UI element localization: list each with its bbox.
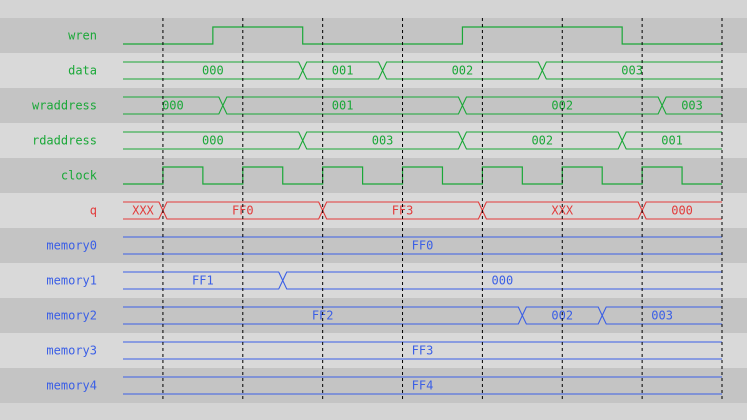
row-band: [0, 368, 747, 403]
bus-segment: [123, 341, 722, 360]
bus-value: FF0: [412, 239, 434, 253]
bus-segment: [282, 271, 722, 290]
bus-value: 002: [531, 134, 553, 148]
bus-segment: [541, 61, 722, 80]
waveform-wren: [123, 26, 722, 45]
bus-segment: [123, 96, 224, 115]
waveform-data: 000 001 002 003: [123, 61, 722, 80]
bus-value: 003: [651, 309, 673, 323]
bus-value: 003: [681, 99, 703, 113]
bus-value: 000: [202, 134, 224, 148]
waveform-wraddress: 000 001 002 003: [123, 96, 722, 115]
row-band: [0, 88, 747, 123]
bus-segment: [123, 236, 722, 255]
row-band: [0, 18, 747, 53]
row-band: [0, 193, 747, 228]
row-band: [0, 263, 747, 298]
signal-label-wren: wren: [68, 29, 97, 43]
bit-trace: [123, 166, 722, 185]
bus-value: 002: [551, 99, 573, 113]
signal-label-memory0: memory0: [46, 239, 97, 253]
bus-value: XXX: [132, 204, 154, 218]
bus-segment: [222, 96, 464, 115]
bus-value: FF3: [412, 344, 434, 358]
bus-value: FF1: [192, 274, 214, 288]
bus-value: FF2: [312, 309, 334, 323]
bus-segment: [661, 96, 722, 115]
bus-segment: [621, 131, 722, 150]
bus-value: 001: [661, 134, 683, 148]
waveform-memory4: FF4: [123, 376, 722, 395]
row-bands: [0, 18, 747, 403]
waveform-memory2: FF2 002 003: [123, 306, 722, 325]
bus-value: 003: [621, 64, 643, 78]
bus-value: 001: [332, 99, 354, 113]
signal-label-q: q: [90, 204, 97, 218]
row-band: [0, 53, 747, 88]
bus-segment: [302, 131, 464, 150]
bus-value: 000: [202, 64, 224, 78]
waveform-memory0: FF0: [123, 236, 722, 255]
bus-segment: [601, 306, 722, 325]
bus-value: FF4: [412, 379, 434, 393]
waveform-memory3: FF3: [123, 341, 722, 360]
waveform-memory1: FF1 000: [123, 271, 722, 290]
bus-value: 001: [332, 64, 354, 78]
bus-value: 000: [162, 99, 184, 113]
signal-labels: wren data wraddress rdaddress clock q memory0 m…: [32, 29, 98, 393]
waveform-rdaddress: 000 003 002 001: [123, 131, 722, 150]
bit-trace: [123, 26, 722, 45]
signal-label-memory2: memory2: [46, 309, 97, 323]
row-band: [0, 158, 747, 193]
bus-segment: [123, 376, 722, 395]
row-band: [0, 228, 747, 263]
signal-label-memory3: memory3: [46, 344, 97, 358]
bus-segment: [123, 271, 284, 290]
bus-segment: [641, 201, 722, 220]
row-band: [0, 298, 747, 333]
bus-value: 003: [372, 134, 394, 148]
signal-label-rdaddress: rdaddress: [32, 134, 97, 148]
cycle-gridlines: [162, 18, 723, 401]
signal-label-memory1: memory1: [46, 274, 97, 288]
signal-label-memory4: memory4: [46, 379, 97, 393]
bus-value: 002: [452, 64, 474, 78]
bus-value: 000: [492, 274, 514, 288]
bus-value: 000: [671, 204, 693, 218]
signal-label-clock: clock: [61, 169, 98, 183]
signal-label-wraddress: wraddress: [32, 99, 97, 113]
bus-value: 002: [551, 309, 573, 323]
waveform-clock: [123, 166, 722, 185]
signal-label-data: data: [68, 64, 97, 78]
bus-segment: [123, 306, 523, 325]
row-band: [0, 333, 747, 368]
